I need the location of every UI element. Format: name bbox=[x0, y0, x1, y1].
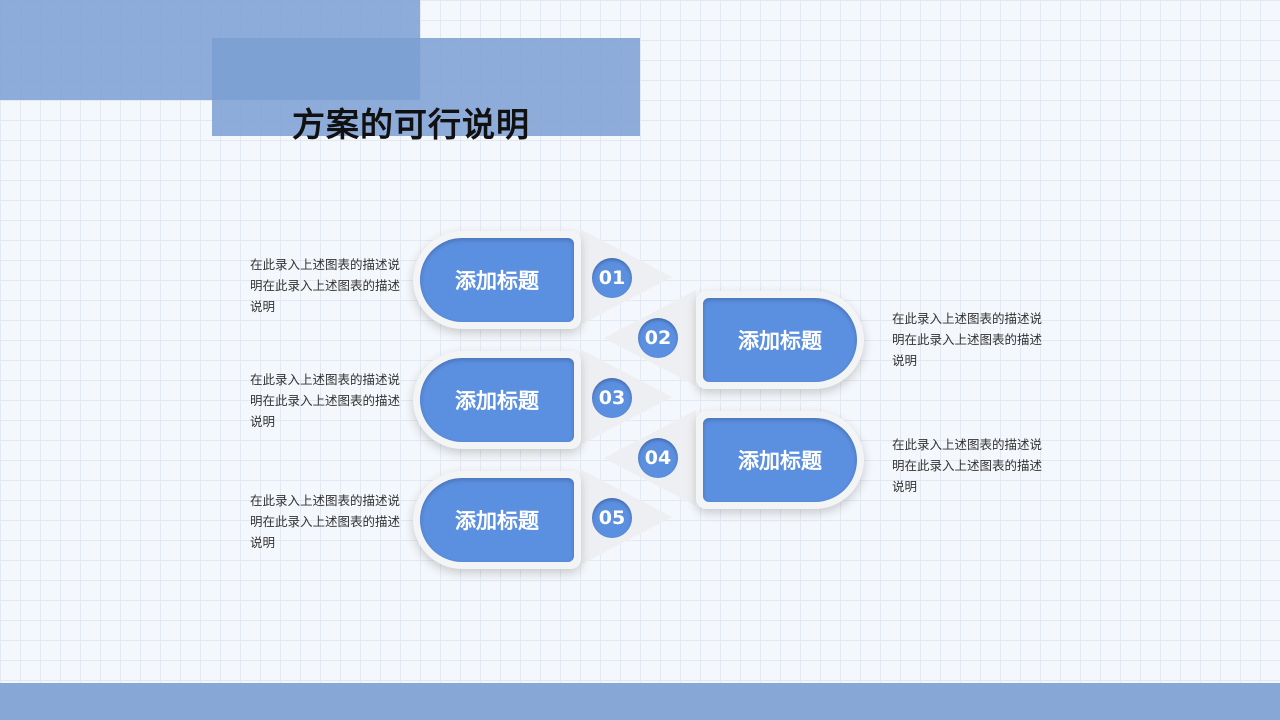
item-card: 添加标题 bbox=[413, 471, 581, 569]
item-description: 在此录入上述图表的描述说明在此录入上述图表的描述说明 bbox=[250, 372, 401, 429]
item-card: 添加标题 bbox=[413, 351, 581, 449]
item-description: 在此录入上述图表的描述说明在此录入上述图表的描述说明 bbox=[892, 437, 1043, 494]
item-number: 05 bbox=[592, 498, 632, 538]
item-description: 在此录入上述图表的描述说明在此录入上述图表的描述说明 bbox=[250, 257, 401, 314]
item-title: 添加标题 bbox=[703, 418, 857, 502]
item-title: 添加标题 bbox=[420, 358, 574, 442]
item-number: 01 bbox=[592, 258, 632, 298]
bottom-bar bbox=[0, 683, 1280, 720]
item-title: 添加标题 bbox=[420, 238, 574, 322]
item-number: 02 bbox=[638, 318, 678, 358]
banner-rect-front bbox=[212, 38, 640, 136]
item-title: 添加标题 bbox=[703, 298, 857, 382]
page-title: 方案的可行说明 bbox=[292, 105, 530, 144]
item-description: 在此录入上述图表的描述说明在此录入上述图表的描述说明 bbox=[892, 311, 1043, 368]
item-number: 04 bbox=[638, 438, 678, 478]
item-card: 添加标题 bbox=[696, 411, 864, 509]
item-number: 03 bbox=[592, 378, 632, 418]
item-card: 添加标题 bbox=[413, 231, 581, 329]
item-description: 在此录入上述图表的描述说明在此录入上述图表的描述说明 bbox=[250, 493, 401, 550]
item-card: 添加标题 bbox=[696, 291, 864, 389]
item-title: 添加标题 bbox=[420, 478, 574, 562]
